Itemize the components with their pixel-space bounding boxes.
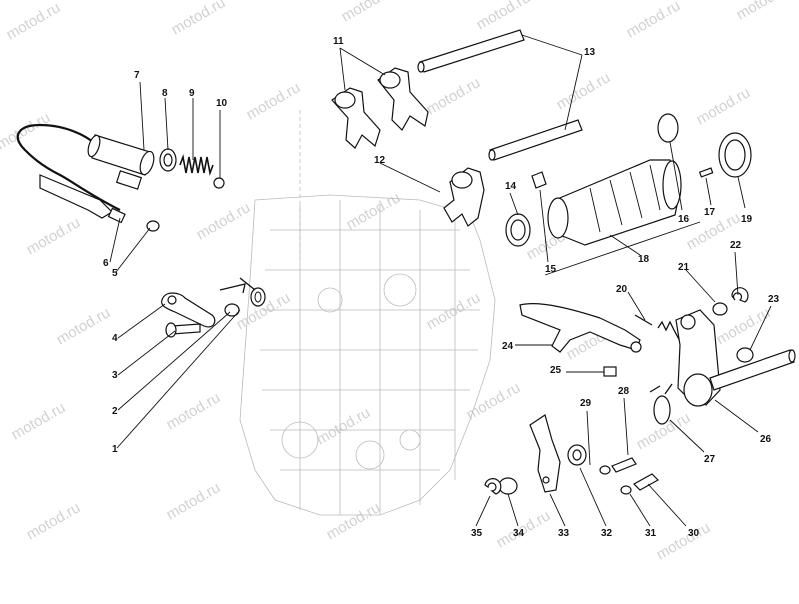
part-clip-22 bbox=[731, 287, 749, 303]
part-pin-17 bbox=[698, 167, 714, 178]
watermark-text: motod.ru bbox=[164, 389, 224, 433]
callout-33: 33 bbox=[558, 528, 570, 539]
callout-26: 26 bbox=[760, 434, 772, 445]
part-snap-ring-16 bbox=[657, 113, 679, 143]
callout-22: 22 bbox=[730, 240, 742, 251]
part-bolt-3 bbox=[165, 322, 201, 338]
watermark-text: motod.ru bbox=[194, 199, 254, 243]
callout-32: 32 bbox=[601, 528, 613, 539]
part-ball bbox=[213, 177, 225, 189]
part-washer-31 bbox=[620, 485, 632, 495]
watermark-text: motod.ru bbox=[0, 109, 53, 153]
callout-27: 27 bbox=[704, 454, 716, 465]
part-fork-shafts bbox=[417, 29, 583, 161]
callout-18: 18 bbox=[638, 254, 650, 265]
watermark-text: motod.ru bbox=[464, 379, 524, 423]
callout-35: 35 bbox=[471, 528, 483, 539]
leader-lines bbox=[109, 34, 772, 527]
callout-17: 17 bbox=[704, 207, 716, 218]
part-clip-35 bbox=[484, 478, 502, 495]
part-bolt-30 bbox=[633, 473, 659, 491]
part-spring-1 bbox=[219, 277, 266, 307]
callout-28: 28 bbox=[618, 386, 630, 397]
part-washer-29 bbox=[599, 465, 611, 475]
callout-24: 24 bbox=[502, 341, 514, 352]
callout-5: 5 bbox=[112, 268, 118, 279]
watermark-text: motod.ru bbox=[344, 189, 404, 233]
watermark-text: motod.ru bbox=[424, 289, 484, 333]
callout-3: 3 bbox=[112, 370, 118, 381]
watermark-text: motod.ru bbox=[694, 84, 754, 128]
watermark-text: motod.ru bbox=[654, 519, 714, 563]
part-sleeve bbox=[87, 134, 155, 176]
watermark-text: motod.ru bbox=[324, 499, 384, 543]
callout-19: 19 bbox=[741, 214, 753, 225]
watermark-text: motod.ru bbox=[54, 304, 114, 348]
callout-15: 15 bbox=[545, 264, 557, 275]
part-washer-21 bbox=[712, 302, 728, 316]
watermark-text: motod.ru bbox=[474, 0, 534, 33]
part-washer-34 bbox=[498, 477, 518, 495]
callout-20: 20 bbox=[616, 284, 628, 295]
watermark-text: motod.ru bbox=[24, 214, 84, 258]
callout-6: 6 bbox=[103, 258, 109, 269]
callout-30: 30 bbox=[688, 528, 700, 539]
part-bolt-28 bbox=[611, 457, 637, 473]
callout-13: 13 bbox=[584, 47, 596, 58]
callout-34: 34 bbox=[513, 528, 525, 539]
watermark-text: motod.ru bbox=[24, 499, 84, 543]
part-washer-8-hole bbox=[163, 153, 173, 167]
callout-14: 14 bbox=[505, 181, 517, 192]
watermark-text: motod.ru bbox=[624, 0, 684, 41]
part-spring-27 bbox=[649, 383, 673, 425]
watermark-text: motod.ru bbox=[169, 0, 229, 38]
part-shift-forks-upper bbox=[331, 67, 429, 149]
part-spring-9 bbox=[179, 154, 214, 176]
callout-16: 16 bbox=[678, 214, 690, 225]
watermark-text: motod.ru bbox=[339, 0, 399, 25]
watermark-text: motod.ru bbox=[244, 79, 304, 123]
part-ratchet-arm bbox=[519, 303, 641, 353]
part-cable bbox=[16, 123, 143, 224]
callout-4: 4 bbox=[112, 333, 118, 344]
callout-2: 2 bbox=[112, 406, 118, 417]
watermark-text: motod.ru bbox=[734, 0, 794, 23]
callout-8: 8 bbox=[162, 88, 168, 99]
part-shift-fork-lower bbox=[443, 167, 485, 227]
callout-23: 23 bbox=[768, 294, 780, 305]
part-shift-drum bbox=[547, 159, 682, 246]
callout-10: 10 bbox=[216, 98, 228, 109]
callout-31: 31 bbox=[645, 528, 657, 539]
part-pin-15 bbox=[531, 171, 547, 189]
callout-25: 25 bbox=[550, 365, 562, 376]
part-pin-25 bbox=[603, 366, 617, 377]
watermark-text: motod.ru bbox=[4, 0, 64, 43]
callout-11: 11 bbox=[333, 36, 344, 47]
callout-1: 1 bbox=[112, 444, 118, 455]
part-bushing-23 bbox=[736, 347, 754, 363]
watermark-text: motod.ru bbox=[9, 399, 69, 443]
callout-21: 21 bbox=[678, 262, 690, 273]
callout-12: 12 bbox=[374, 155, 386, 166]
part-stopper-plate bbox=[529, 414, 561, 493]
watermark-text: motod.ru bbox=[424, 74, 484, 118]
callout-9: 9 bbox=[189, 88, 195, 99]
watermark-text: motod.ru bbox=[554, 69, 614, 113]
callout-7: 7 bbox=[134, 70, 140, 81]
watermark-text: motod.ru bbox=[164, 479, 224, 523]
callout-29: 29 bbox=[580, 398, 592, 409]
part-shift-shaft bbox=[675, 309, 796, 407]
